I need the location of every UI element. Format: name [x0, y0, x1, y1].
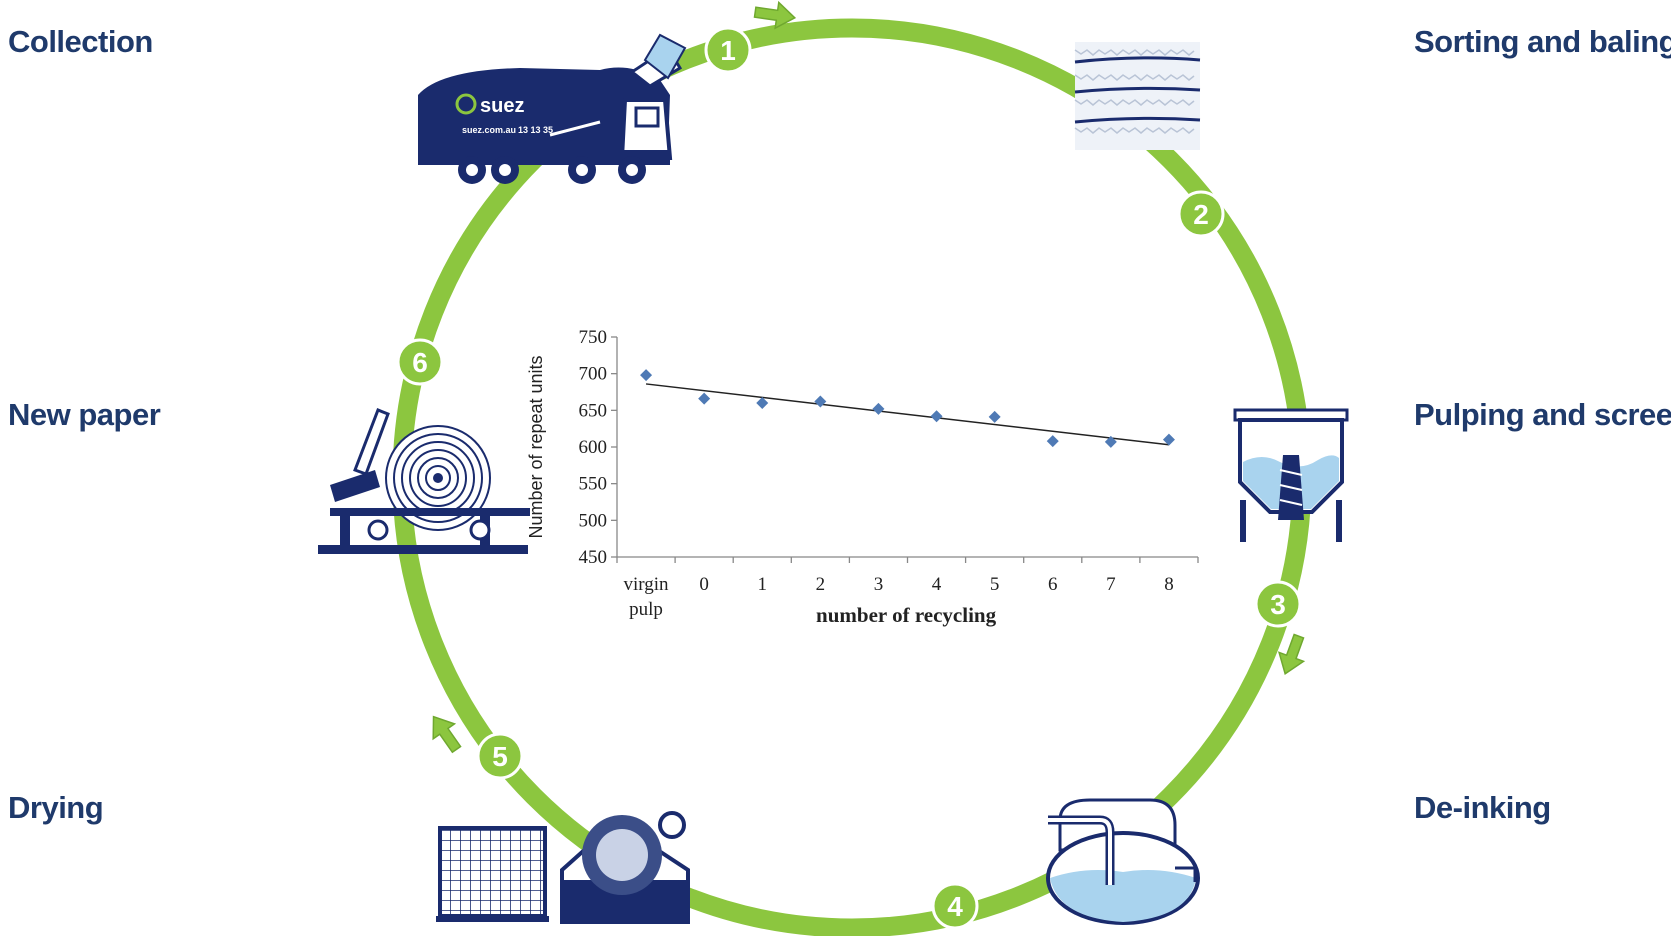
- step-number: 5: [492, 741, 508, 772]
- y-tick-label: 700: [579, 364, 608, 385]
- data-point: [988, 410, 1001, 423]
- stage-label-sorting: Sorting and baling: [1414, 24, 1671, 59]
- data-point: [698, 392, 711, 405]
- dryer-cylinder-icon: [560, 811, 690, 924]
- drying-screen-icon: [436, 826, 549, 922]
- step-number: 3: [1270, 589, 1286, 620]
- data-point: [640, 369, 653, 382]
- x-tick-label: 8: [1164, 574, 1174, 595]
- data-point: [1104, 435, 1117, 448]
- x-tick-label: 6: [1048, 574, 1058, 595]
- x-tick-label: 0: [699, 574, 709, 595]
- arrow-icon: [753, 0, 797, 30]
- data-point: [1162, 433, 1175, 446]
- stage-label-collection: Collection: [8, 24, 153, 59]
- data-point: [930, 410, 943, 423]
- step-number: 4: [947, 891, 963, 922]
- arrow-icon: [1277, 633, 1306, 675]
- truck-website: suez.com.au: [462, 125, 516, 135]
- stage-label-drying: Drying: [8, 790, 103, 825]
- truck-phone: 13 13 35: [518, 125, 553, 135]
- y-tick-label: 500: [579, 510, 608, 531]
- stage-label-deinking: De-inking: [1414, 790, 1551, 825]
- x-tick-label: 4: [932, 574, 942, 595]
- data-point: [756, 397, 769, 409]
- data-point: [872, 402, 885, 415]
- truck-brand: suez: [480, 95, 524, 117]
- x-tick-label: 7: [1106, 574, 1116, 595]
- y-tick-label: 450: [579, 547, 608, 568]
- x-tick-label: 5: [990, 574, 1000, 595]
- x-axis-title: number of recycling: [816, 603, 997, 627]
- x-tick-label: 3: [874, 574, 884, 595]
- y-tick-label: 650: [579, 400, 608, 421]
- step-badge-5: 5: [476, 732, 524, 780]
- step-number: 2: [1193, 199, 1209, 230]
- trend-line: [645, 383, 1170, 446]
- y-axis-title: Number of repeat units: [526, 355, 546, 538]
- step-badge-3: 3: [1254, 580, 1302, 628]
- deinking-tank-icon: [1046, 798, 1200, 925]
- stage-label-new-paper: New paper: [8, 397, 161, 432]
- step-number: 1: [720, 35, 736, 66]
- arrow-icon: [432, 715, 462, 754]
- paper-reel-icon: [318, 408, 530, 554]
- data-point: [1046, 435, 1059, 448]
- step-badge-1: 1: [704, 26, 752, 74]
- step-badge-2: 2: [1177, 190, 1225, 238]
- y-tick-label: 550: [579, 474, 608, 495]
- step-badge-6: 6: [396, 338, 444, 386]
- pulper-tank-icon: [1233, 408, 1349, 542]
- y-tick-label: 750: [579, 327, 608, 348]
- x-tick-label: 2: [816, 574, 826, 595]
- garbage-truck-icon: suez suez.com.au 13 13 35: [418, 33, 687, 184]
- y-tick-label: 600: [579, 437, 608, 458]
- x-tick-label: 1: [758, 574, 768, 595]
- step-number: 6: [412, 347, 428, 378]
- stage-label-pulping: Pulping and screening: [1414, 397, 1671, 432]
- step-badge-4: 4: [931, 882, 979, 930]
- data-point: [814, 395, 827, 408]
- paper-bale-icon: [1074, 42, 1201, 150]
